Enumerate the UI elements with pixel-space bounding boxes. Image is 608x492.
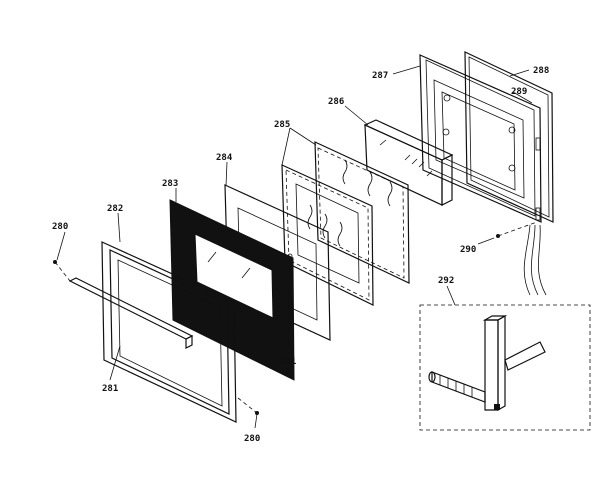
label-282: 282	[107, 204, 123, 214]
label-290: 290	[460, 245, 476, 255]
label-284: 284	[216, 153, 233, 163]
label-286: 286	[328, 97, 344, 107]
label-283: 283	[162, 179, 178, 189]
part-292-hinge-detail	[419, 304, 591, 431]
label-288: 288	[533, 66, 549, 76]
label-291: 291	[280, 357, 296, 367]
label-285: 285	[274, 120, 290, 130]
part-287-inner-door	[419, 54, 542, 223]
part-286-vent-baffle	[363, 119, 454, 206]
part-labels: 280 280 281 282 283 284 285 286 287 288 …	[52, 66, 549, 444]
label-280-top: 280	[52, 222, 68, 232]
part-285-insulation	[281, 141, 410, 306]
part-283-door-panel	[169, 199, 295, 381]
part-280-screws	[53, 260, 259, 415]
part-290-screw	[496, 221, 538, 238]
part-281-handle	[68, 277, 194, 349]
part-282-outer-frame	[101, 241, 237, 423]
wiring-harness	[523, 224, 547, 296]
label-280-bottom: 280	[244, 434, 260, 444]
label-287: 287	[372, 71, 388, 81]
part-288-seal	[464, 51, 554, 223]
label-292: 292	[438, 276, 454, 286]
label-289: 289	[511, 87, 527, 97]
leader-lines	[56, 65, 533, 429]
label-281: 281	[102, 384, 118, 394]
